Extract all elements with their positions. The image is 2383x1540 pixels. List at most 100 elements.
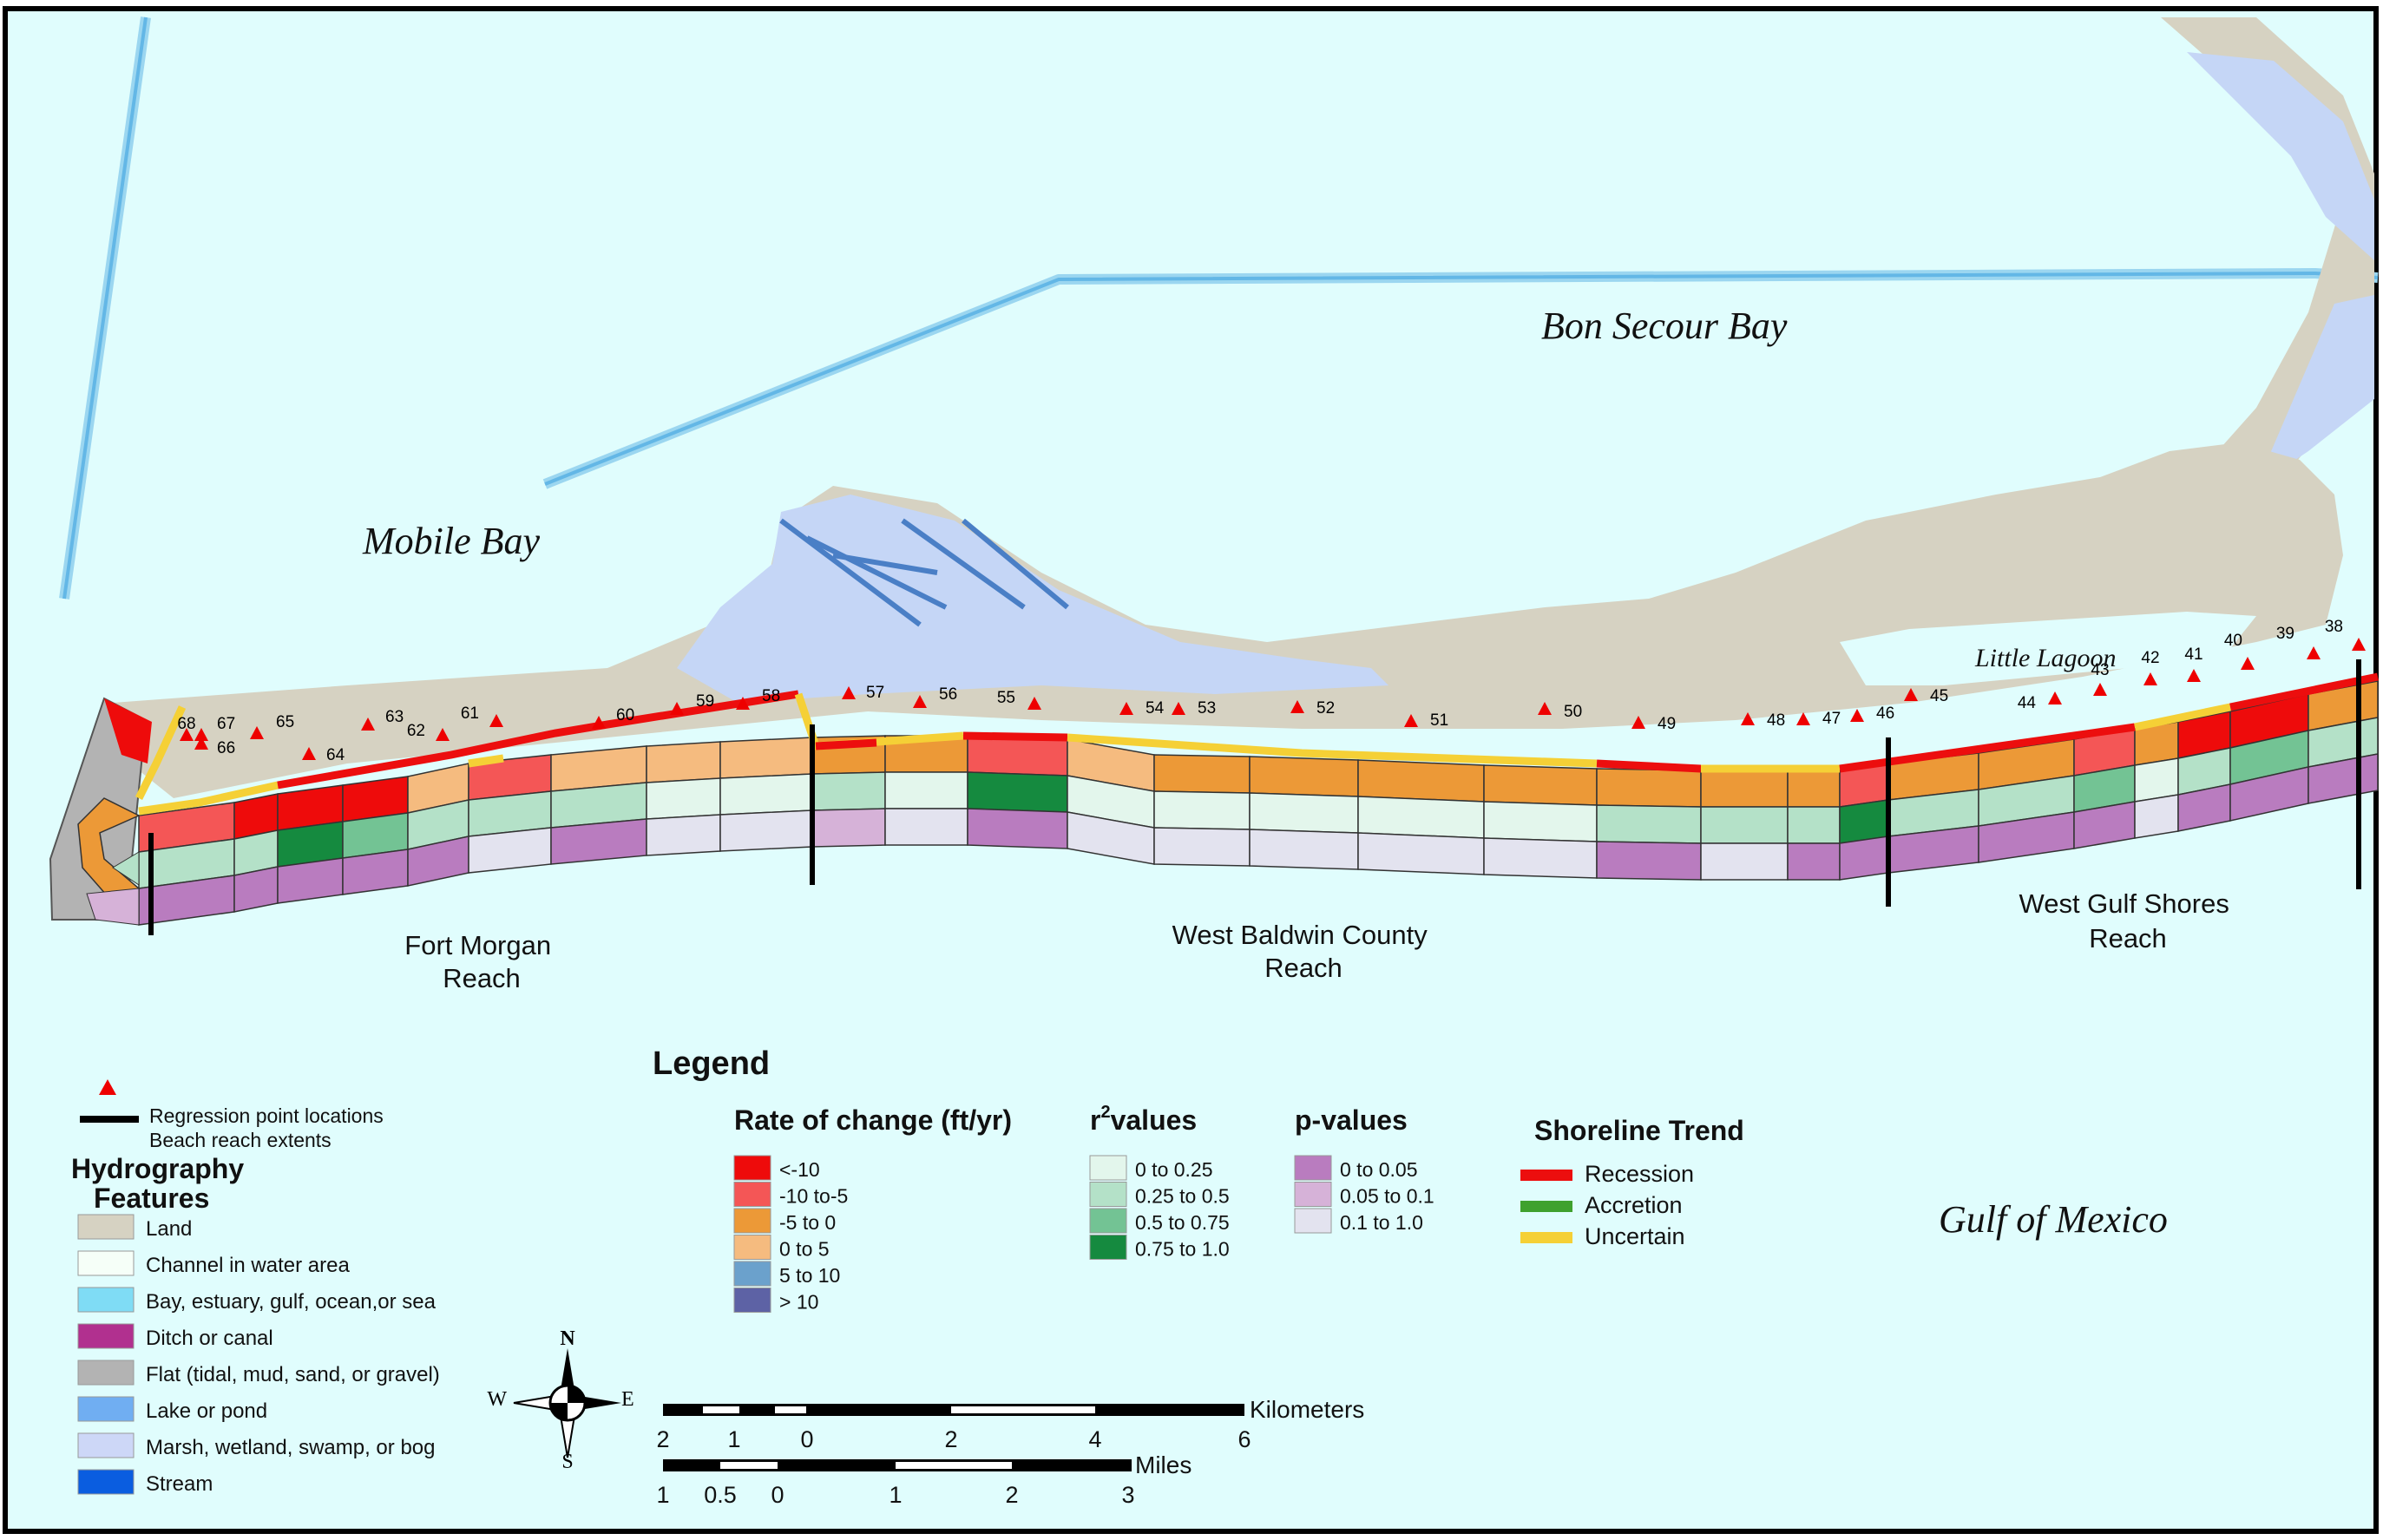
r2-band-cell [112, 851, 140, 886]
p-band-cell [1787, 842, 1841, 881]
p-values-title: p-values [1295, 1104, 1408, 1136]
regression-point-label: 50 [1564, 703, 1582, 721]
legend-swatch [77, 1360, 135, 1386]
p-band-cell [1839, 836, 1889, 881]
beach-reach-label: Beach reach extents [149, 1129, 332, 1151]
legend-item-label: Stream [146, 1472, 213, 1496]
regression-point-marker [180, 728, 194, 741]
r2-band-cell [1596, 804, 1702, 844]
gulf-of-mexico-label: Gulf of Mexico [1939, 1198, 2168, 1241]
km-tick-label: 1 [727, 1426, 740, 1452]
south-letter: S [561, 1451, 573, 1473]
p-band-cell [719, 809, 813, 852]
west-gulf-shores-reach-label: West Gulf Shores Reach [2019, 888, 2237, 953]
west-baldwin-reach-label: West Baldwin County Reach [1172, 920, 1435, 983]
regression-point-marker [194, 728, 208, 741]
regression-point-marker [1904, 688, 1918, 701]
legend-item-label: 0.5 to 0.75 [1135, 1211, 1230, 1234]
legend-swatch [733, 1208, 771, 1234]
regression-point-marker [250, 726, 264, 739]
p-band-cell [884, 808, 968, 846]
r2-legend: 0 to 0.250.25 to 0.50.5 to 0.750.75 to 1… [1089, 1155, 1230, 1261]
p-band-cell [2134, 794, 2179, 839]
legend-swatch [77, 1214, 135, 1240]
legend-item-label: Recession [1585, 1161, 1694, 1187]
regression-point-marker [592, 716, 606, 729]
regression-point-symbol [99, 1079, 116, 1095]
rate-band-cell [1357, 759, 1485, 803]
legend-item-label: 5 to 10 [779, 1264, 840, 1287]
regression-point-marker [2187, 669, 2201, 682]
regression-point-label: 51 [1430, 711, 1448, 730]
km-unit: Kilometers [1250, 1396, 1364, 1423]
p-band-cell [468, 827, 552, 874]
km-tick-label: 2 [656, 1426, 669, 1452]
rate-band-cell [1153, 754, 1251, 794]
regression-point-label: 68 [177, 715, 195, 733]
rate-band-cell [1787, 770, 1841, 808]
p-band-cell [233, 866, 279, 913]
rate-band-cell [1596, 768, 1702, 808]
regression-point-marker [1741, 712, 1755, 725]
p-band-cell [1596, 841, 1702, 881]
regression-point-label: 56 [939, 685, 957, 704]
regression-point-marker [736, 697, 750, 710]
legend-item-label: Flat (tidal, mud, sand, or gravel) [146, 1363, 440, 1386]
regression-point-marker [2352, 638, 2366, 651]
hydrography-title: Hydrography Features [71, 1153, 252, 1214]
rate-band-cell [967, 735, 1068, 777]
regression-point-label: 47 [1822, 710, 1841, 728]
p-band-cell [1357, 832, 1485, 875]
legend-item-label: -5 to 0 [779, 1211, 836, 1234]
p-band-cell [86, 888, 140, 926]
legend-swatch [77, 1432, 135, 1458]
r2-band-cell [811, 771, 886, 811]
regression-point-label: 41 [2184, 645, 2202, 664]
regression-point-label: 60 [616, 706, 634, 724]
regression-point-marker [2048, 691, 2062, 704]
regression-point-marker [842, 686, 856, 699]
regression-point-marker [489, 714, 503, 727]
rate-band-cell [646, 741, 721, 783]
r2-band-cell [1700, 806, 1789, 844]
regression-point-label: 63 [385, 708, 404, 726]
legend-swatch [1294, 1182, 1332, 1207]
rate-band-cell [1483, 764, 1598, 806]
legend-title: Legend [653, 1045, 770, 1082]
rate-of-change-title: Rate of change (ft/yr) [734, 1104, 1012, 1136]
legend-item-label: Bay, estuary, gulf, ocean,or sea [146, 1290, 437, 1314]
regression-point-marker [2307, 646, 2321, 659]
legend-swatch [1089, 1182, 1127, 1207]
legend-swatch [1089, 1235, 1127, 1260]
p-band-cell [1700, 842, 1789, 881]
regression-point-marker [1404, 714, 1418, 727]
mi-unit: Miles [1135, 1452, 1192, 1478]
regression-point-marker [2241, 657, 2255, 670]
north-letter: N [560, 1327, 575, 1350]
regression-point-label: 58 [762, 687, 780, 705]
regression-point-marker [2093, 683, 2107, 696]
legend-item-label: 0.1 to 1.0 [1340, 1211, 1423, 1234]
legend-swatch [77, 1469, 135, 1495]
regression-point-marker [1631, 716, 1645, 729]
mi-tick-label: 0.5 [704, 1482, 737, 1508]
legend-swatch [77, 1250, 135, 1276]
shoreline-trend-title: Shoreline Trend [1534, 1115, 1744, 1146]
r2-band-cell [967, 771, 1068, 813]
p-band-cell [1483, 837, 1598, 879]
km-tick-label: 2 [944, 1426, 957, 1452]
regression-points-label: Regression point locations [149, 1104, 384, 1127]
regression-point-marker [1172, 702, 1185, 715]
legend-swatch [1294, 1155, 1332, 1181]
regression-point-label: 49 [1658, 715, 1676, 733]
fort-morgan-reach-label: Fort Morgan Reach [404, 930, 558, 993]
regression-point-label: 55 [997, 689, 1015, 707]
regression-point-label: 43 [2091, 661, 2109, 679]
legend-swatch [1294, 1208, 1332, 1234]
rate-band-cell [1700, 770, 1789, 808]
regression-point-marker [1796, 712, 1810, 725]
legend-item-label: 0.75 to 1.0 [1135, 1238, 1230, 1261]
west-letter: W [487, 1388, 507, 1411]
